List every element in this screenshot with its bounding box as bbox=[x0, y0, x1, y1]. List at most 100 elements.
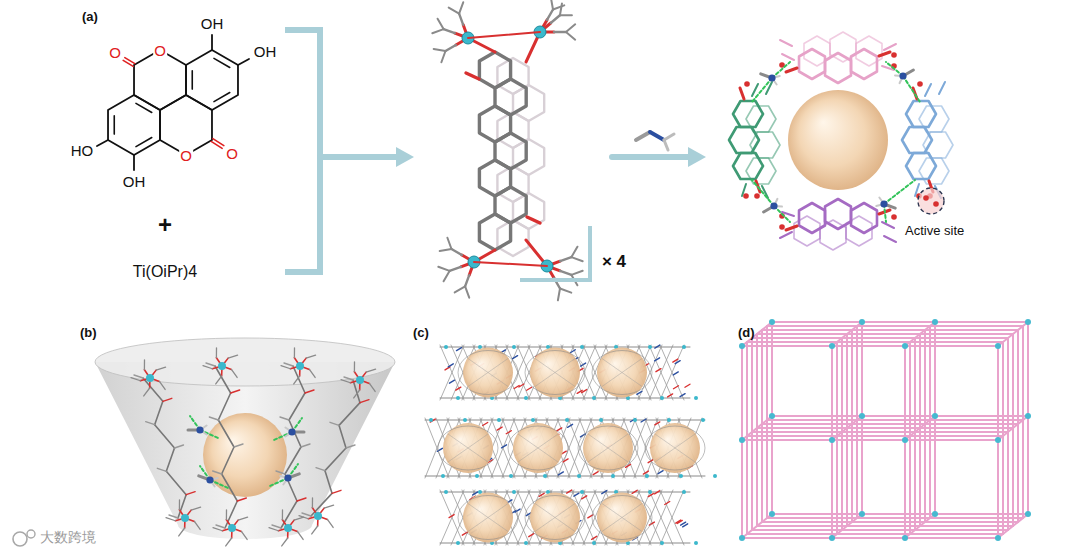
cone-cavity-part bbox=[272, 525, 281, 528]
ti-ellagate-molecule-part bbox=[468, 32, 540, 38]
crystal-packing-part bbox=[655, 358, 660, 361]
supramolecular-cage-part bbox=[902, 81, 953, 199]
ellagic-acid-structure-part bbox=[186, 50, 238, 110]
cone-cavity-part bbox=[297, 498, 306, 501]
topology-net-part bbox=[757, 525, 1013, 527]
crystal-packing-part bbox=[456, 348, 461, 351]
crystal-packing-part bbox=[508, 426, 568, 470]
cone-cavity-part bbox=[314, 512, 322, 520]
topology-net-part bbox=[1012, 334, 1014, 526]
topology-net-part bbox=[747, 533, 1003, 535]
crystal-packing-part bbox=[502, 445, 507, 448]
crystal-packing-part bbox=[491, 418, 515, 478]
cone-cavity-part bbox=[302, 513, 311, 516]
cone-cavity-part bbox=[209, 417, 218, 420]
topology-net-part bbox=[995, 343, 1001, 349]
ellagic-acid-structure bbox=[97, 35, 249, 170]
topology-net-part bbox=[769, 511, 775, 517]
crystal-packing-part bbox=[656, 369, 661, 372]
topology-net-part bbox=[832, 322, 862, 346]
crystal-packing-part bbox=[440, 347, 690, 348]
crystal-packing-part bbox=[655, 434, 695, 462]
watermark-icon bbox=[13, 530, 35, 546]
cone-cavity-part bbox=[332, 490, 341, 493]
supramolecular-cage-part bbox=[744, 81, 750, 87]
topology-net-part bbox=[767, 517, 1023, 519]
topology-net-part bbox=[747, 435, 1003, 437]
cone-cavity-part bbox=[95, 338, 395, 386]
cone-cavity-part bbox=[159, 381, 165, 389]
topology-net-part bbox=[905, 322, 935, 346]
cone-cavity-part bbox=[206, 363, 215, 366]
crystal-packing-part bbox=[602, 359, 642, 387]
ti-ellagate-molecule-part bbox=[449, 8, 459, 14]
ellagic-acid-structure-part bbox=[160, 95, 212, 155]
topology-net-part bbox=[1025, 413, 1031, 419]
topology-net-part bbox=[829, 437, 835, 443]
crystal-packing-part bbox=[468, 359, 508, 387]
crystal-packing-part bbox=[632, 490, 637, 493]
callout-label: Active site bbox=[905, 224, 964, 238]
crystal-packing-part bbox=[599, 418, 603, 422]
topology-net-part bbox=[998, 514, 1028, 538]
crystal-packing-part bbox=[682, 345, 686, 349]
ellagic-acid-structure-part bbox=[214, 93, 230, 102]
ti-ellagate-molecule-part bbox=[434, 49, 446, 51]
crystal-packing-part bbox=[440, 543, 690, 544]
topology-net-part bbox=[919, 334, 921, 526]
crystal-packing-part bbox=[655, 434, 695, 462]
cone-cavity-part bbox=[215, 366, 231, 393]
crystal-packing-part bbox=[475, 474, 479, 478]
supramolecular-cage-part bbox=[799, 203, 825, 233]
crystal-packing-part bbox=[673, 372, 678, 375]
crystal-packing-part bbox=[438, 426, 498, 470]
topology-net-part bbox=[1002, 342, 1004, 534]
topology-net-part bbox=[932, 413, 938, 419]
ti-ellagate-molecule-part bbox=[438, 19, 444, 29]
cone-cavity-part bbox=[144, 388, 150, 396]
cone-cavity-part bbox=[222, 447, 234, 474]
cone-cavity-part bbox=[282, 510, 283, 520]
topology-net-part bbox=[757, 427, 1013, 429]
crystal-packing-part bbox=[649, 345, 673, 400]
crystal-packing-part bbox=[660, 345, 684, 400]
topology-net-part bbox=[762, 521, 1018, 523]
crystal-packing-part bbox=[440, 345, 464, 400]
cone-cavity-part bbox=[218, 393, 230, 420]
supramolecular-cage-part bbox=[770, 202, 777, 209]
ellagic-acid-structure-part bbox=[211, 141, 222, 148]
crystal-packing-part bbox=[602, 359, 642, 387]
supramolecular-cage-part bbox=[891, 214, 897, 220]
crystal-packing-part bbox=[558, 472, 563, 475]
cone-cavity-part bbox=[289, 393, 305, 420]
topology-net-part bbox=[767, 419, 1023, 421]
crystal-packing-part bbox=[660, 490, 684, 545]
crystal-packing-part bbox=[497, 418, 501, 422]
crystal-packing-part bbox=[592, 396, 596, 400]
ti-ellagate-molecule-part bbox=[551, 15, 560, 23]
hydroxyl-label: OH bbox=[254, 44, 277, 61]
topology-net-part bbox=[832, 514, 862, 538]
methylamine-part bbox=[636, 132, 650, 140]
ti-ellagate-molecule-part bbox=[566, 32, 575, 40]
topology-net-part bbox=[742, 537, 998, 539]
topology-net-part bbox=[752, 431, 1008, 433]
cone-cavity-part bbox=[282, 538, 288, 546]
crystal-packing-part bbox=[491, 418, 515, 478]
topology-net-part bbox=[924, 330, 926, 522]
crystal-packing-part bbox=[655, 491, 660, 494]
crystal-packing-part bbox=[509, 474, 513, 478]
supramolecular-cage-part bbox=[754, 193, 760, 199]
cone-cavity-part bbox=[284, 363, 293, 366]
topology-net-part bbox=[929, 326, 931, 518]
hydroxyl-label: HO bbox=[71, 143, 94, 160]
ti-ellagate-molecule-part bbox=[441, 51, 445, 62]
crystal-packing-part bbox=[512, 490, 516, 494]
topology-net-part bbox=[766, 326, 768, 518]
cone-cavity-part bbox=[305, 390, 314, 393]
crystal-packing-part bbox=[448, 364, 453, 367]
multiplier-label: × 4 bbox=[602, 253, 626, 272]
topology-net-part bbox=[746, 342, 748, 534]
crystal-packing-part bbox=[658, 471, 663, 474]
cone-cavity-part bbox=[216, 348, 217, 358]
